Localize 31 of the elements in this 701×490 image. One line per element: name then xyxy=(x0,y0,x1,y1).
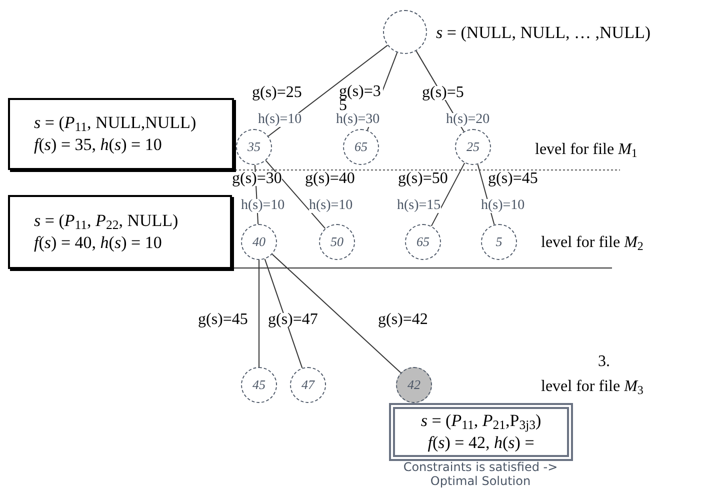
edge-label: g(s)=47 xyxy=(268,313,318,327)
edge-label: g(s)=25 xyxy=(252,86,302,100)
tree-edge xyxy=(258,260,260,368)
level-label: level for file M$_{3}$ xyxy=(541,377,644,399)
level-label: level for file M$_{1}$ xyxy=(535,140,638,162)
edge-label: g(s)=42 xyxy=(378,313,428,327)
edge-label: g(s)=50 xyxy=(398,172,448,186)
edge-label: g(s)=5 xyxy=(422,86,464,100)
state-box: s = (P$_{11}$, P$_{21}$,P$_{3j3}$) f(s) = 42, h(s) = xyxy=(389,403,573,461)
level-label: level for file M$_{2}$ xyxy=(541,233,644,255)
heuristic-label: h(s)=10 xyxy=(258,113,302,127)
tree-edge xyxy=(272,254,402,374)
heuristic-label: h(s)=10 xyxy=(241,199,285,213)
edge-label: g(s)=30 xyxy=(232,172,282,186)
state-label: s = (NULL, NULL, … ,NULL) xyxy=(436,22,651,44)
edge-label: g(s)=45 xyxy=(488,172,538,186)
heuristic-label: h(s)=30 xyxy=(336,113,380,127)
state-box: s = (P$_{11}$, P$_{22}$, NULL) f(s) = 40, h(s) = 10 xyxy=(8,195,232,269)
heuristic-label: h(s)=20 xyxy=(446,113,490,127)
tree-edge xyxy=(264,258,303,368)
heuristic-label: h(s)=15 xyxy=(397,199,441,213)
state-box: s = (P$_{11}$, NULL,NULL) f(s) = 35, h(s) = 10 xyxy=(8,98,234,170)
heuristic-label: h(s)=10 xyxy=(481,199,525,213)
edge-label: g(s)=40 xyxy=(305,172,355,186)
edge-label: g(s)=45 xyxy=(198,313,248,327)
heuristic-label: h(s)=10 xyxy=(309,199,353,213)
tree-edge xyxy=(430,162,466,227)
note-label: 3. xyxy=(598,352,610,372)
result-note: Constraints is satisfied -> Optimal Solution xyxy=(402,460,559,488)
edge-label: g(s)=35 xyxy=(339,85,383,113)
tree-edge xyxy=(265,160,326,229)
